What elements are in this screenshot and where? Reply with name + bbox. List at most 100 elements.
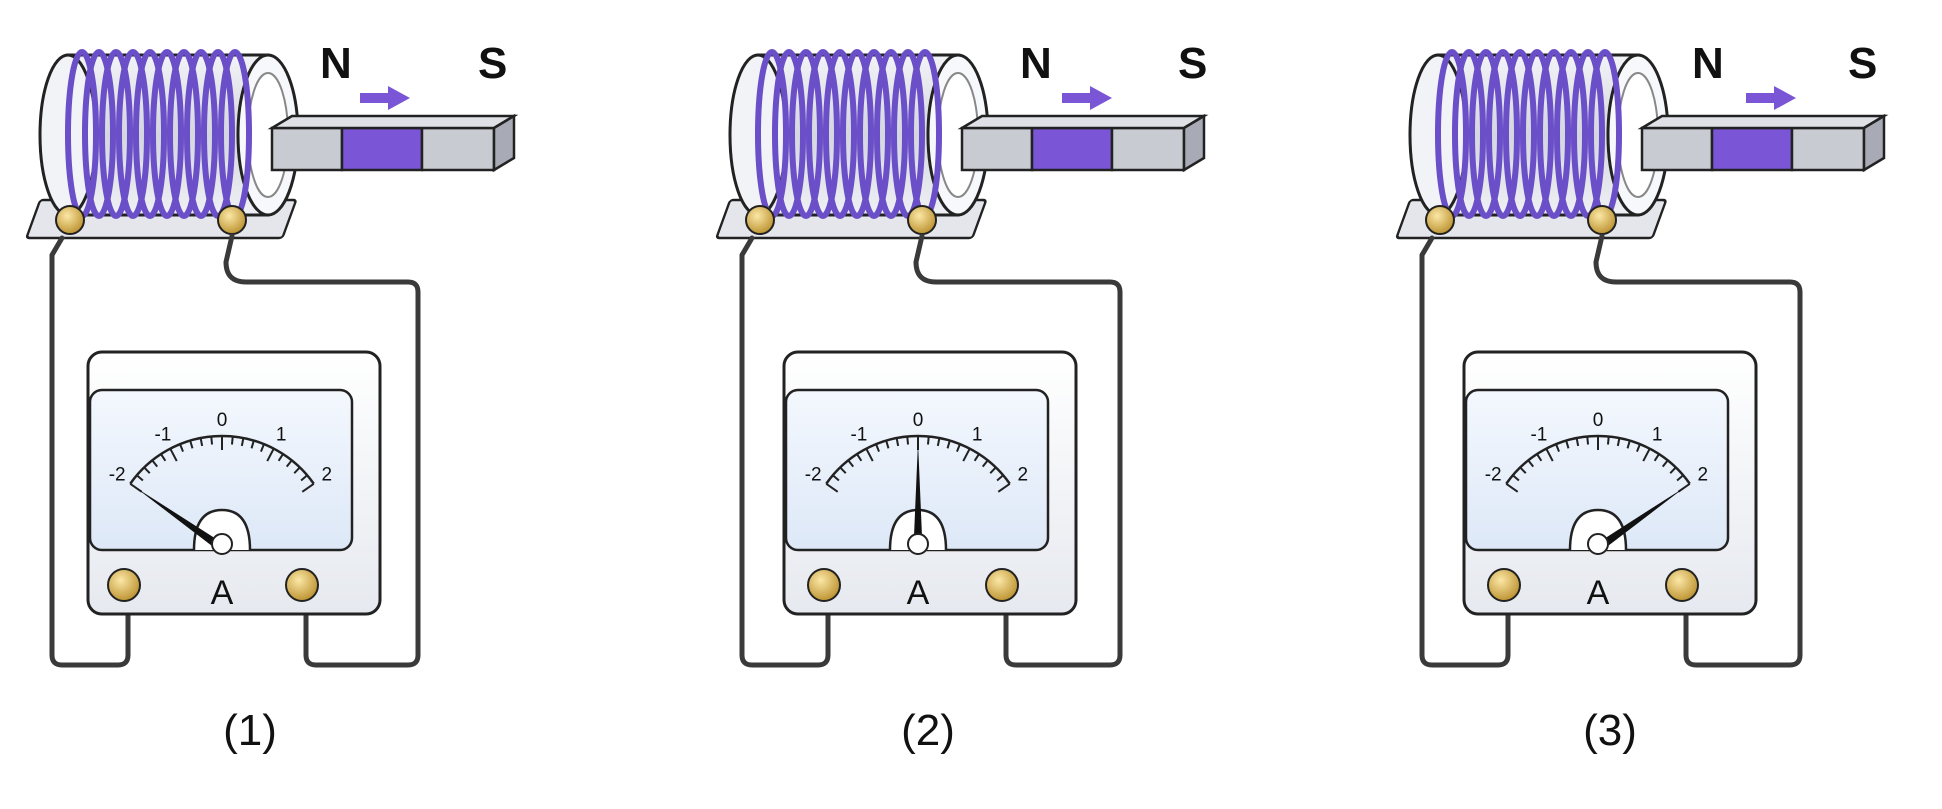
coil-turn — [167, 49, 201, 219]
ammeter-terminal-right — [985, 568, 1019, 602]
dial-tick — [1586, 436, 1590, 445]
dial-scale-label: 2 — [1018, 465, 1029, 486]
dial-tick — [906, 436, 910, 445]
dial-tick — [989, 466, 997, 474]
magnet-top-face — [957, 114, 1209, 130]
dial-scale-label: -2 — [109, 465, 126, 486]
panel-caption: (2) — [901, 706, 955, 755]
dial-tick — [136, 474, 144, 482]
dial-tick — [1653, 453, 1660, 462]
dial-scale-label: 1 — [972, 424, 983, 445]
coil-turn — [1452, 49, 1486, 219]
dial-tick — [1545, 448, 1554, 462]
magnet-middle — [1710, 126, 1794, 172]
dial-tick — [997, 482, 1011, 493]
coil-turn — [99, 49, 133, 219]
dial-scale-label: 0 — [913, 410, 924, 431]
coil-terminal-right — [907, 205, 937, 235]
coil-turn — [1469, 49, 1503, 219]
ammeter-terminal-left — [107, 568, 141, 602]
ammeter-terminal-left — [807, 568, 841, 602]
coil-turn — [1520, 49, 1554, 219]
pole-label-north: N — [1020, 39, 1052, 88]
dial-tick — [160, 453, 167, 462]
dial-tick — [1565, 440, 1570, 449]
dial-tick — [832, 474, 840, 482]
dial-tick — [1669, 466, 1677, 474]
coil-turn — [874, 49, 908, 219]
dial-tick — [946, 440, 951, 449]
connecting-wires — [49, 233, 421, 668]
coil-terminal-right — [217, 205, 247, 235]
pole-label-north: N — [320, 39, 352, 88]
panel-caption: (3) — [1583, 706, 1637, 755]
coil-turn — [857, 49, 891, 219]
magnet-side-face — [492, 113, 516, 173]
dial-tick — [266, 448, 275, 462]
bar-magnet — [267, 113, 519, 173]
dial-tick — [143, 466, 151, 474]
dial-tick — [1519, 466, 1527, 474]
dial-scale-label: 0 — [1593, 410, 1604, 431]
dial-tick — [1575, 437, 1580, 447]
ammeter-unit-label: A — [211, 574, 234, 612]
coil-terminal-left — [1425, 205, 1455, 235]
dial-tick — [179, 443, 184, 452]
coil-terminal-left — [55, 205, 85, 235]
arrow-right-icon — [1746, 86, 1796, 110]
coil-turn — [806, 49, 840, 219]
coil-turn — [1537, 49, 1571, 219]
connecting-wires — [739, 233, 1123, 668]
ammeter-terminal-right — [285, 568, 319, 602]
coil-turn — [772, 49, 806, 219]
magnet-top-face — [1637, 114, 1889, 130]
ammeter-terminal-right — [1665, 568, 1699, 602]
dial-tick — [1527, 459, 1535, 468]
ammeter-terminal-left — [1487, 568, 1521, 602]
dial-scale-label: -2 — [1485, 465, 1502, 486]
dial-tick — [956, 443, 961, 452]
dial-tick — [210, 436, 214, 445]
magnet-end-south — [420, 126, 496, 172]
bar-magnet — [1637, 113, 1889, 173]
dial-tick — [825, 482, 839, 493]
dial-scale-label: 1 — [276, 424, 287, 445]
pole-label-south: S — [1178, 39, 1207, 88]
bar-magnet — [957, 113, 1209, 173]
dial-scale-label: -1 — [154, 424, 171, 445]
dial-tick — [277, 453, 284, 462]
dial-tick — [1616, 437, 1621, 447]
coil-turn — [184, 49, 218, 219]
dial-tick — [1555, 443, 1560, 452]
magnet-middle — [340, 126, 424, 172]
magnet-top-face — [267, 114, 519, 130]
needle-pivot — [907, 533, 929, 555]
dial-tick — [169, 448, 178, 462]
dial-tick — [875, 443, 880, 452]
coil-turn — [1503, 49, 1537, 219]
dial-tick — [962, 448, 971, 462]
dial-tick — [1661, 459, 1669, 468]
dial-scale-label: 2 — [1698, 465, 1709, 486]
magnet-end-south — [1110, 126, 1186, 172]
dial-tick — [260, 443, 265, 452]
dial-tick — [230, 436, 234, 445]
dial-tick — [895, 437, 900, 447]
dial-tick — [1505, 482, 1519, 493]
dial-tick — [926, 436, 930, 445]
pole-label-north: N — [1692, 39, 1724, 88]
coil-turn — [133, 49, 167, 219]
arrow-right-icon — [360, 86, 410, 110]
dial-tick — [1512, 474, 1520, 482]
arrow-right-icon — [1062, 86, 1112, 110]
coil-assembly — [1395, 49, 1670, 240]
dial-tick — [1536, 453, 1543, 462]
dial-tick — [293, 466, 301, 474]
meter-needle-icon — [913, 442, 923, 548]
connecting-wires — [1419, 233, 1803, 668]
meter-needle-icon — [135, 487, 225, 552]
